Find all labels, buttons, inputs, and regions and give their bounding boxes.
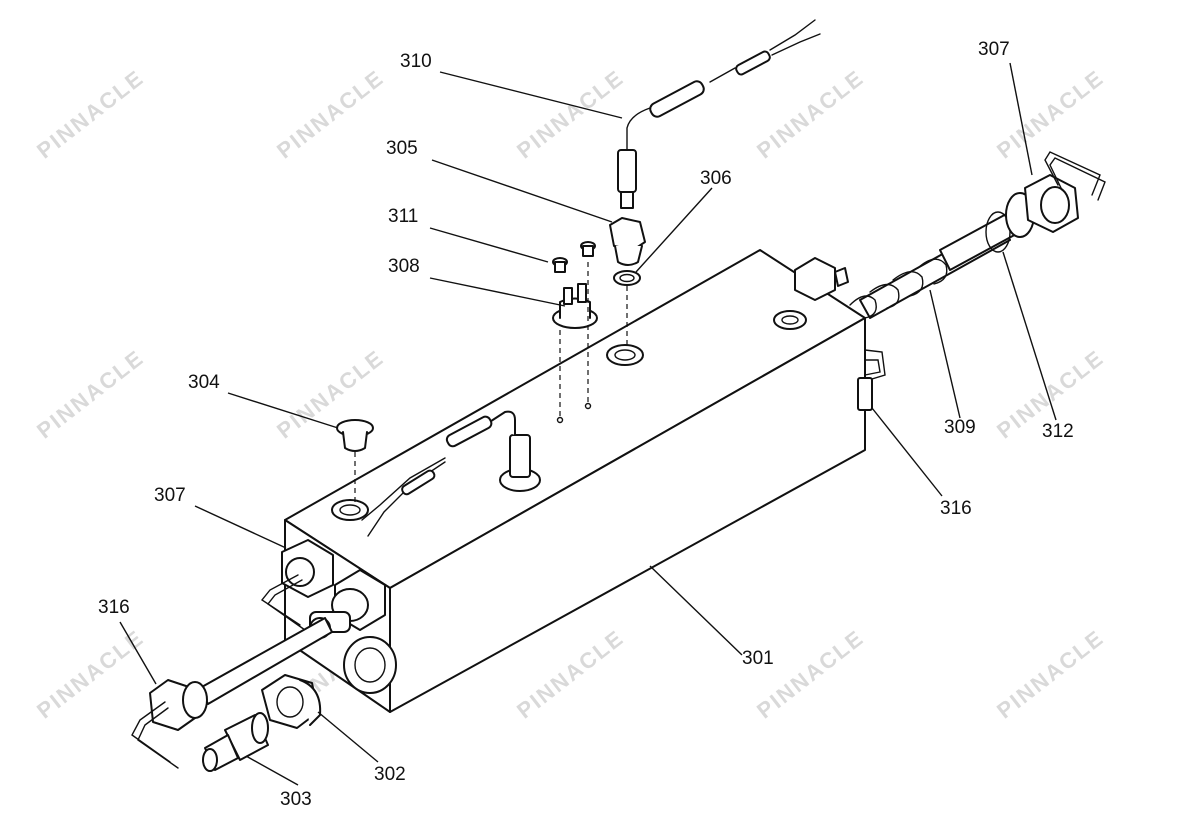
- thermostat-308: [552, 283, 598, 329]
- tube-316-front: [131, 617, 333, 769]
- watermark-logo: PINNACLE: [32, 345, 149, 444]
- top-port-sensor: [606, 344, 644, 366]
- callout-302: 302: [374, 764, 406, 785]
- watermark-logo: PINNACLE: [512, 65, 629, 164]
- callout-303: 303: [280, 789, 312, 810]
- callout-316-front: 316: [98, 597, 130, 618]
- callout-308: 308: [388, 256, 420, 277]
- callout-304: 304: [188, 372, 220, 393]
- watermark-logo: PINNACLE: [32, 65, 149, 164]
- hole-b: [584, 402, 592, 410]
- callout-311: 311: [388, 206, 418, 227]
- callout-306: 306: [700, 168, 732, 189]
- fitting-307-rear: [1005, 151, 1106, 238]
- callout-305: 305: [386, 138, 418, 159]
- watermark-logo: PINNACLE: [752, 625, 869, 724]
- adapter-305: [609, 217, 646, 266]
- leader-lines: [119, 62, 1057, 786]
- callout-307-front: 307: [154, 485, 186, 506]
- watermark-logo: PINNACLE: [32, 625, 149, 724]
- fitting-307-front: [260, 539, 334, 631]
- hole-a: [556, 416, 564, 424]
- rear-side-fittings: [794, 257, 886, 411]
- top-port-rear: [773, 310, 807, 330]
- watermark-logo: PINNACLE: [752, 65, 869, 164]
- callout-301: 301: [742, 648, 774, 669]
- callout-310: 310: [400, 51, 432, 72]
- callout-309: 309: [944, 417, 976, 438]
- watermark-logo: PINNACLE: [512, 625, 629, 724]
- nut-302: [261, 674, 322, 729]
- front-port-lower: [343, 636, 397, 694]
- top-port-front: [331, 499, 369, 521]
- screw-311-a: [552, 257, 568, 273]
- callout-316-rear: 316: [940, 498, 972, 519]
- screw-311-b: [580, 241, 596, 257]
- callout-312: 312: [1042, 421, 1074, 442]
- probe-sensor: [361, 410, 531, 537]
- callout-labels: 310 305 306 311 308 304 307 307 316 316 …: [98, 39, 1074, 810]
- sensor-310: [617, 19, 821, 209]
- cap-304: [336, 419, 374, 502]
- seal-306: [613, 270, 641, 286]
- callout-307-rear: 307: [978, 39, 1010, 60]
- fitting-303: [202, 712, 269, 772]
- watermark-logo: PINNACLE: [992, 65, 1109, 164]
- watermark-logo: PINNACLE: [992, 625, 1109, 724]
- watermark-logo: PINNACLE: [272, 65, 389, 164]
